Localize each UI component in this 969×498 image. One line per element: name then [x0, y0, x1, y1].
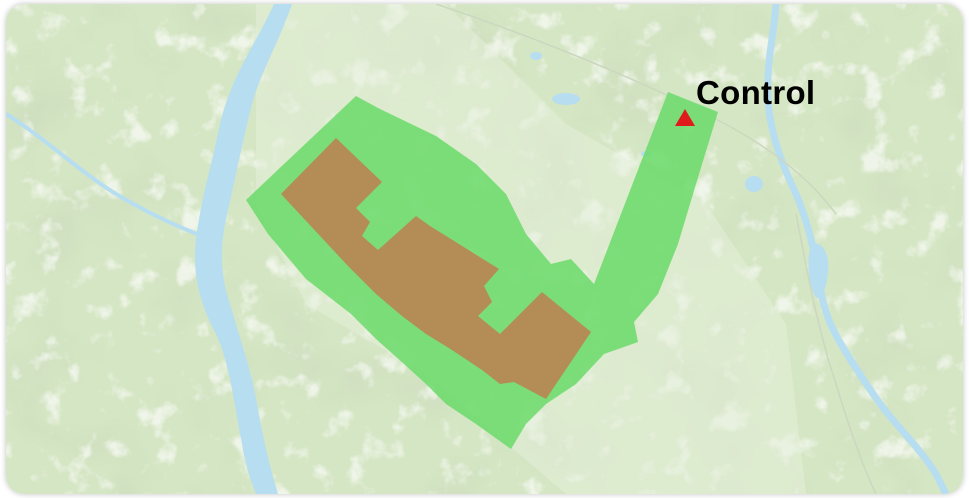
lake-small: [552, 93, 580, 105]
map-frame[interactable]: [6, 4, 963, 494]
road: [795, 213, 877, 494]
river-main: [194, 4, 292, 494]
lake-small: [530, 52, 542, 60]
river-tributary-west: [6, 112, 203, 238]
lake-small: [745, 176, 763, 192]
control-marker-icon[interactable]: [675, 109, 695, 126]
treatment-area[interactable]: [281, 138, 591, 399]
control-label: Control: [696, 74, 816, 111]
lake-east: [808, 243, 829, 298]
map-canvas[interactable]: [6, 4, 963, 494]
